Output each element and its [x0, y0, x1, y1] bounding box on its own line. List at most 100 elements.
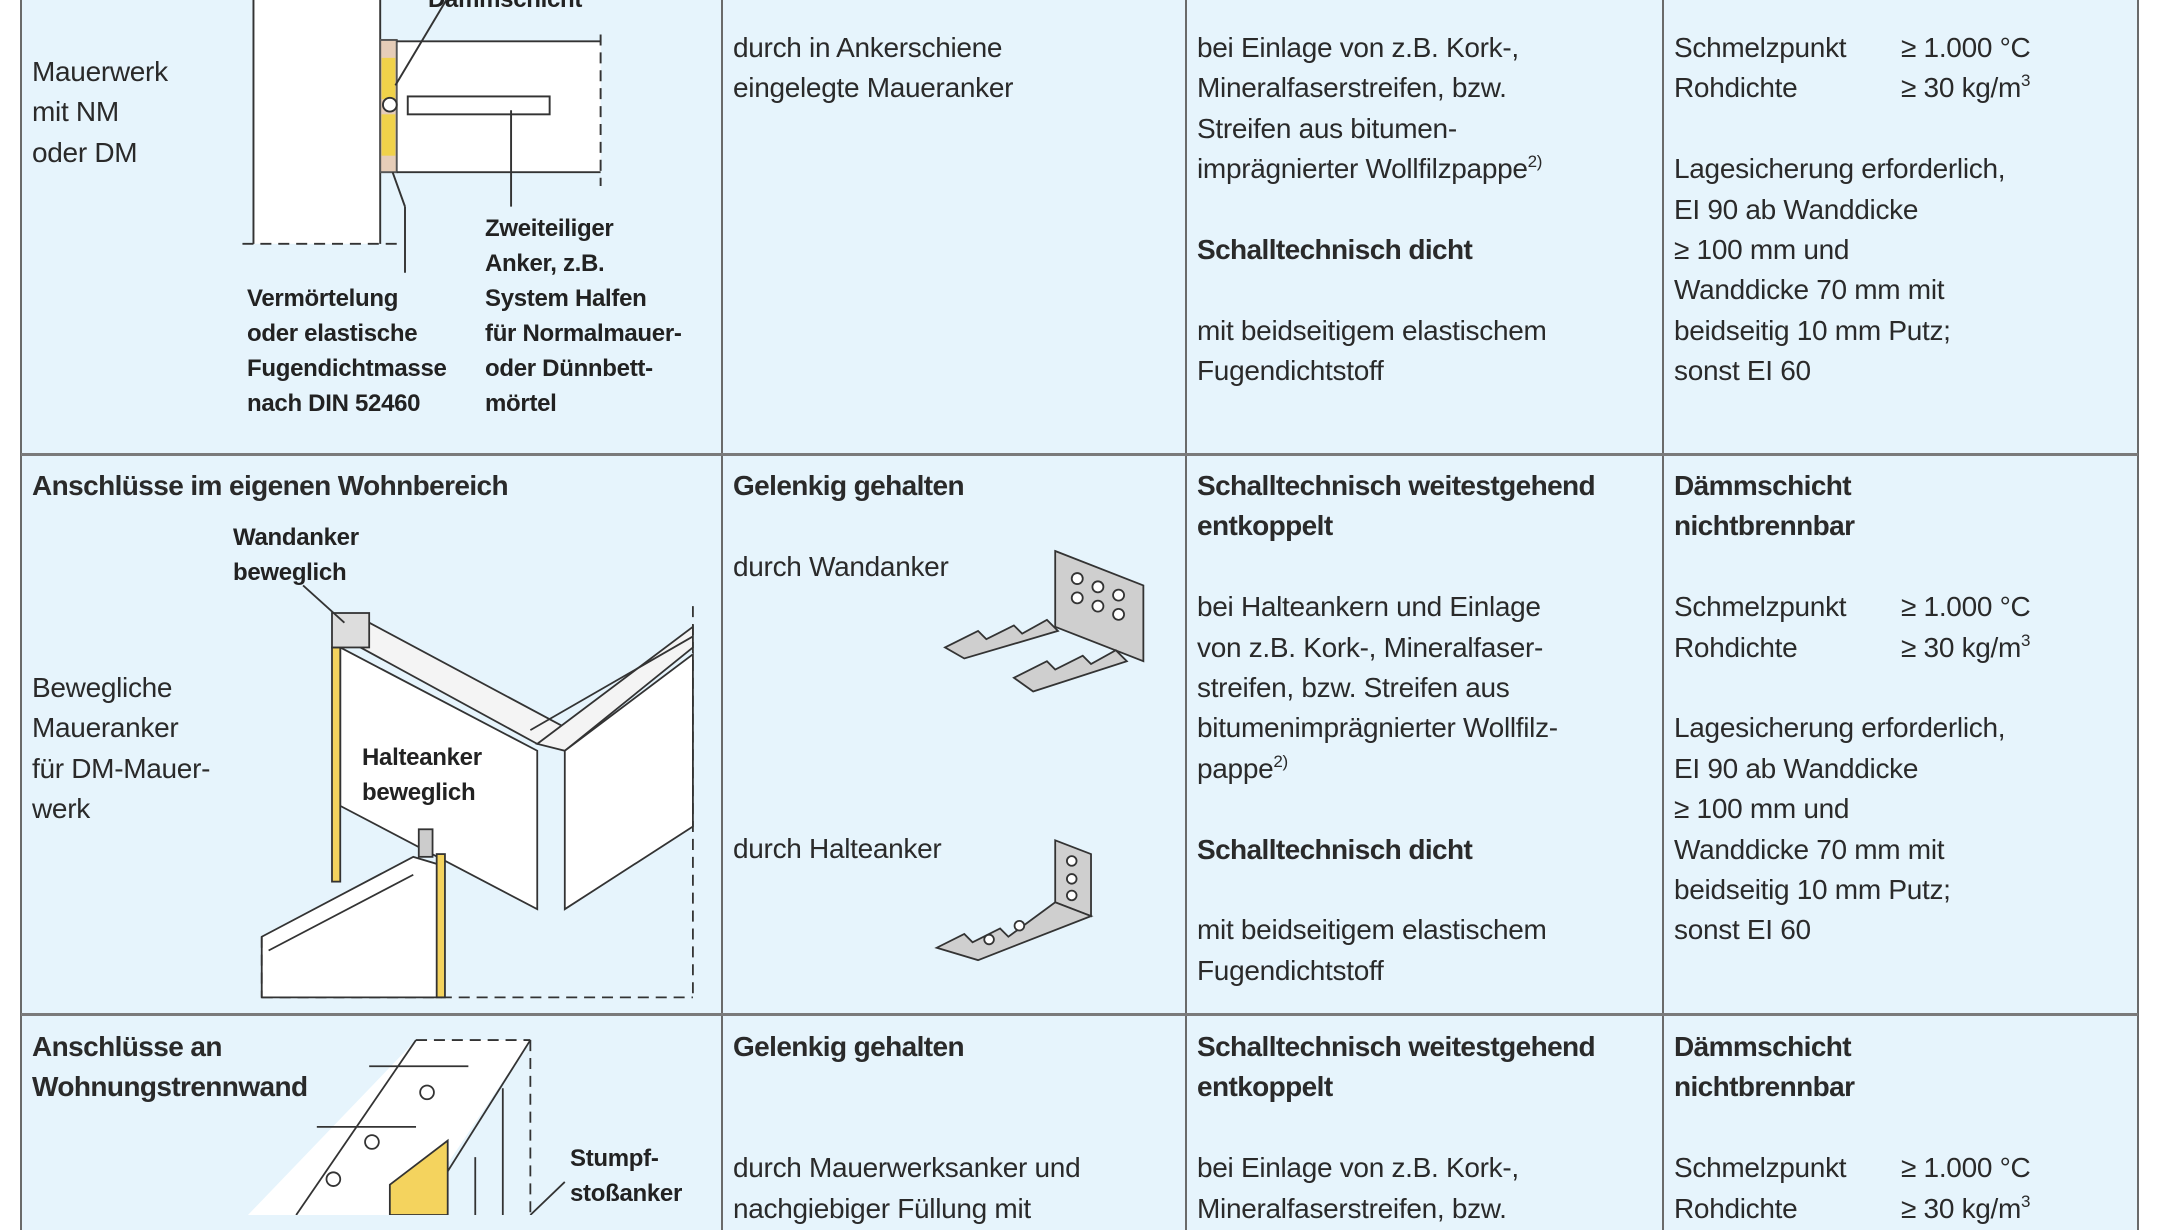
label-line: Vermörtelung	[247, 285, 399, 312]
footnote-ref: 2)	[1527, 152, 1543, 172]
text-line: Wanddicke 70 mm mit	[1674, 833, 1945, 865]
text-line	[1197, 270, 1547, 310]
label-line: für Normalmauer-	[485, 320, 682, 347]
text-line: Schalltechnisch weitestgehend	[1197, 470, 1596, 501]
text-line: nichtbrennbar	[1674, 510, 1855, 542]
label-line: Zweiteiliger	[485, 215, 614, 242]
text-line	[733, 1067, 1080, 1107]
text-line: EI 90 ab Wanddicke	[1674, 752, 1919, 784]
text-line: durch Mauerwerksanker und	[733, 1152, 1081, 1184]
superscript: 3	[2021, 71, 2031, 91]
text-line: Rohdichte≥ 30 kg/m3	[1674, 628, 2031, 668]
text-line: bei Einlage von z.B. Kork-,	[1197, 32, 1519, 63]
text-line: mit beidseitigem elastischem	[1197, 914, 1547, 946]
text-line: werk	[32, 793, 90, 825]
label-insulation: Dämmschicht	[428, 0, 582, 17]
anchor-rail	[406, 95, 551, 116]
text-line: Schalltechnisch dicht	[1197, 833, 1473, 865]
column-divider	[1185, 0, 1187, 1230]
text-line: Dämmschicht	[1674, 1031, 1852, 1062]
label-line: Anker, z.B.	[485, 250, 605, 277]
row2-wall-drawing	[260, 584, 694, 999]
text-line: ≥ 100 mm und	[1674, 793, 1850, 825]
row3-wall-drawing	[247, 1039, 566, 1215]
footnote-ref: 2)	[1273, 751, 1288, 771]
property-value: ≥ 30 kg/m3	[1901, 630, 2031, 663]
property-label: Schmelzpunkt	[1674, 1152, 1847, 1184]
label-line: beweglich	[233, 559, 347, 586]
text-line: entkoppelt	[1197, 510, 1333, 542]
text-line: ≥ 100 mm und	[1674, 233, 1850, 265]
text-line: Schalltechnisch weitestgehend	[1197, 1031, 1596, 1062]
text-line: Gelenkig gehalten	[733, 1031, 965, 1062]
row3-fire: Dämmschicht nichtbrennbar Schmelzpunkt ≥ 1…	[1674, 1027, 2031, 1229]
text-line: Schalltechnisch dicht	[1197, 233, 1473, 265]
text-line: imprägnierter Wollfilzpappe2)	[1197, 152, 1543, 185]
text-line	[1674, 109, 2005, 149]
superscript: 3	[2021, 630, 2031, 650]
table-border-right	[2137, 0, 2139, 1230]
text-line: mit beidseitigem elastischem	[1197, 314, 1547, 346]
text-line: bei Einlage von z.B. Kork-,	[1197, 1152, 1519, 1184]
text-line: Wohnungstrennwand	[32, 1071, 308, 1103]
property-label: Schmelzpunkt	[1674, 32, 1847, 63]
text-line: eingelegte Maueranker	[733, 72, 1014, 104]
text-line: Schmelzpunkt ≥ 1.000 °C	[1674, 1148, 2031, 1188]
label-line: stoßanker	[570, 1180, 683, 1207]
text-line: sonst EI 60	[1674, 914, 1811, 946]
property-value: ≥ 1.000 °C	[1901, 1152, 2031, 1184]
text-line: Mauerwerk	[32, 56, 168, 87]
text-line: Dämmschicht	[1674, 470, 1852, 501]
label-line: nach DIN 52460	[247, 390, 421, 417]
text-line: Wanddicke 70 mm mit	[1674, 274, 1945, 306]
property-label: Rohdichte	[1674, 1192, 1798, 1224]
label-line: oder elastische	[247, 320, 418, 347]
text-line: Mineralfaserstreifen, bzw.	[1197, 72, 1507, 104]
property-value: ≥ 30 kg/m3	[1901, 1191, 2031, 1224]
column-divider	[1662, 0, 1664, 1230]
text-line: mit NM	[32, 96, 119, 128]
text-line	[1197, 1108, 1595, 1148]
property-label: Schmelzpunkt	[1674, 591, 1847, 623]
text-line: sonst EI 60	[1674, 355, 1811, 387]
text-line: Bewegliche	[32, 672, 173, 703]
text-line	[1197, 870, 1595, 910]
text-line	[1674, 668, 2005, 708]
wall-anchor-icon	[943, 549, 1145, 693]
property-value: ≥ 1.000 °C	[1901, 591, 2031, 623]
text-line: Rohdichte ≥ 30 kg/m3	[1674, 68, 2031, 108]
row2-fire: Dämmschicht nichtbrennbar Schmelzpunkt ≥ 1…	[1674, 466, 2031, 951]
row1-joint-drawing	[242, 0, 602, 273]
text-line: von z.B. Kork-, Mineralfaser-	[1197, 631, 1544, 663]
label-line: System Halfen	[485, 285, 647, 312]
text-line: Mineralfaserstreifen, bzw.	[1197, 1192, 1507, 1224]
text-line: für DM-Mauer-	[32, 752, 211, 784]
property-label: Rohdichte	[1674, 72, 1798, 104]
row2-heading: Anschlüsse im eigenen Wohnbereich	[32, 470, 509, 501]
text-line	[1674, 1108, 1854, 1148]
insulation-strip	[381, 57, 396, 100]
text-line: durch in Ankerschiene	[733, 32, 1003, 63]
text-line: Lagesicherung erforderlich,	[1674, 712, 2006, 744]
text-line: bei Halteankern und Einlage	[1197, 591, 1541, 623]
row2-fixing-wall-anchor: durch Wandanker	[733, 551, 949, 582]
table-border-left	[20, 0, 22, 1230]
text-line: beidseitig 10 mm Putz;	[1674, 873, 1951, 905]
text-line: entkoppelt	[1197, 1071, 1333, 1103]
label-line: Halteanker	[362, 744, 482, 771]
column-divider	[721, 0, 723, 1230]
row2-fixing-holding-anchor: durch Halteanker	[733, 833, 942, 864]
text-line: Fugendichtstoff	[1197, 355, 1384, 387]
property-value: ≥ 30 kg/m3	[1901, 71, 2031, 104]
label-line: Fugendichtmasse	[247, 355, 447, 382]
text-line: nichtbrennbar	[1674, 1071, 1855, 1103]
text-line	[1197, 190, 1547, 230]
text-line: Streifen aus bitumen-	[1197, 112, 1457, 144]
text-line	[1197, 789, 1595, 829]
